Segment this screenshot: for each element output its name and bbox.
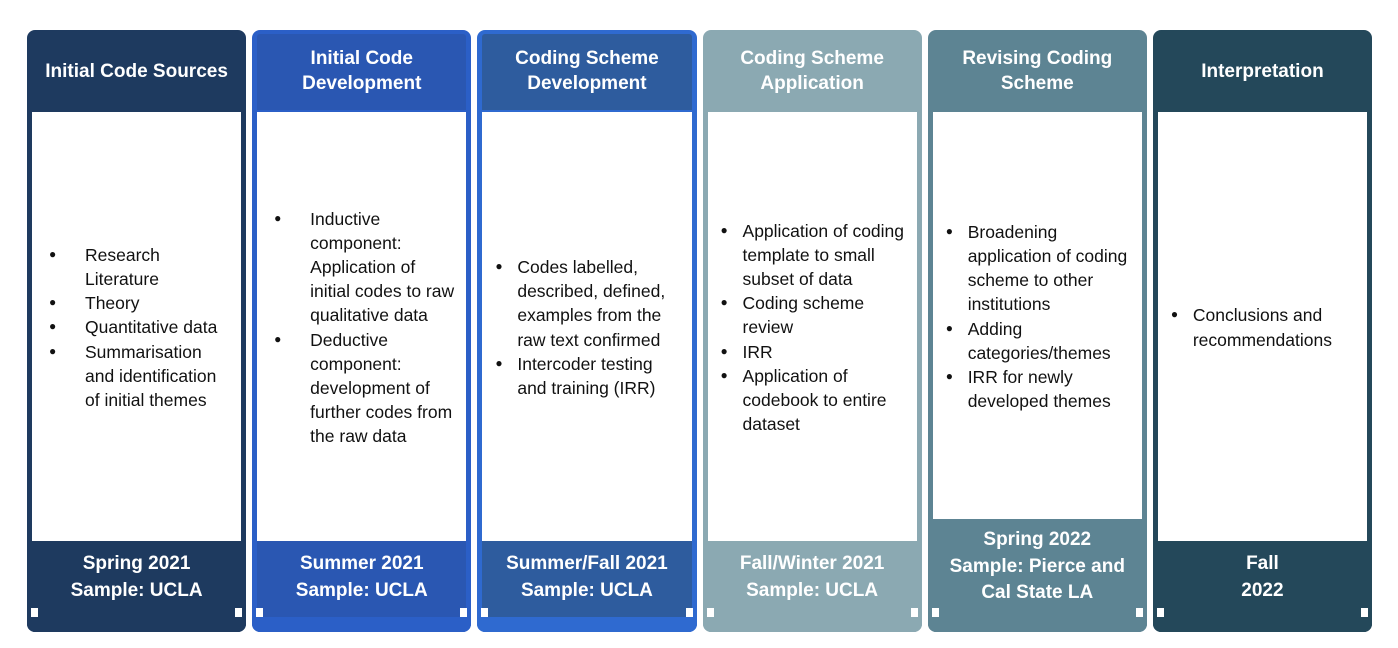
- footer-line: Spring 2021: [82, 553, 191, 575]
- bullet-item: Broadening application of coding scheme …: [946, 220, 1134, 317]
- phase-bullet-list: Research LiteratureTheoryQuantitative da…: [32, 237, 241, 418]
- bullet-item: Quantitative data: [49, 315, 233, 339]
- footer-line: Summer 2021: [299, 553, 424, 575]
- phase-column-initial-code-development: Initial Code Development Inductive compo…: [252, 30, 472, 632]
- footer-line: 2022: [1241, 580, 1284, 601]
- phase-bottom-strip: [27, 608, 247, 632]
- phase-bullet-list: Broadening application of coding scheme …: [933, 214, 1142, 419]
- bullet-item: Intercoder testing and training (IRR): [495, 352, 683, 400]
- phase-title: Interpretation: [1157, 34, 1368, 110]
- bullet-item: Codes labelled, described, defined, exam…: [495, 255, 683, 352]
- footer-line: Sample: UCLA: [520, 580, 653, 601]
- phase-bottom-strip: [477, 608, 697, 632]
- footer-line: Summer/Fall 2021: [506, 553, 668, 575]
- bullet-item: IRR: [721, 340, 909, 364]
- footer-line: Sample: UCLA: [746, 580, 879, 601]
- phase-body: Conclusions and recommendations: [1157, 112, 1368, 541]
- phase-body: Application of coding template to small …: [707, 112, 917, 541]
- phase-bullet-list: Inductive component: Application of init…: [257, 201, 466, 454]
- bullet-item: Adding categories/themes: [946, 317, 1134, 365]
- phase-title: Coding Scheme Application: [707, 34, 917, 110]
- bullet-item: Research Literature: [49, 243, 233, 291]
- phase-bullet-list: Codes labelled, described, defined, exam…: [482, 249, 691, 406]
- phase-bullet-list: Conclusions and recommendations: [1158, 297, 1367, 357]
- phase-column-coding-scheme-application: Coding Scheme Application Application of…: [702, 30, 922, 632]
- footer-line: Sample: Pierce and: [949, 555, 1125, 577]
- phase-column-revising-coding-scheme: Revising Coding Scheme Broadening applic…: [927, 30, 1147, 632]
- footer-line: Spring 2022: [983, 529, 1092, 551]
- footer-line: Fall: [1246, 553, 1279, 575]
- bullet-item: Deductive component: development of furt…: [274, 328, 458, 449]
- bullet-item: IRR for newly developed themes: [946, 365, 1134, 413]
- phase-column-initial-code-sources: Initial Code Sources Research Literature…: [27, 30, 247, 632]
- phase-bottom-strip: [927, 608, 1147, 632]
- phase-title: Coding Scheme Development: [482, 34, 692, 110]
- phase-bottom-strip: [1152, 608, 1373, 632]
- phase-title: Revising Coding Scheme: [932, 34, 1142, 110]
- footer-line: Sample: UCLA: [295, 580, 428, 601]
- phase-bottom-strip: [702, 608, 922, 632]
- bullet-item: Coding scheme review: [721, 291, 909, 339]
- phase-body: Codes labelled, described, defined, exam…: [482, 112, 692, 541]
- footer-line: Sample: UCLA: [70, 580, 203, 601]
- phase-columns-row: Initial Code Sources Research Literature…: [27, 30, 1373, 632]
- bullet-item: Application of coding template to small …: [721, 219, 909, 291]
- bullet-item: Summarisation and identification of init…: [49, 340, 233, 412]
- phase-column-coding-scheme-development: Coding Scheme Development Codes labelled…: [477, 30, 697, 632]
- phase-title: Initial Code Development: [257, 34, 467, 110]
- footer-line: Fall/Winter 2021: [739, 553, 885, 575]
- phase-footer: Fall 2022: [1157, 541, 1368, 617]
- phase-body: Inductive component: Application of init…: [257, 112, 467, 541]
- phase-body: Broadening application of coding scheme …: [932, 112, 1142, 520]
- bullet-item: Conclusions and recommendations: [1171, 303, 1359, 351]
- phase-title: Initial Code Sources: [32, 34, 242, 110]
- bullet-item: Inductive component: Application of init…: [274, 207, 458, 328]
- footer-line: Cal State LA: [981, 582, 1094, 604]
- bullet-item: Theory: [49, 291, 233, 315]
- phase-body: Research LiteratureTheoryQuantitative da…: [32, 112, 242, 541]
- phase-bullet-list: Application of coding template to small …: [708, 213, 917, 442]
- phase-column-interpretation: Interpretation Conclusions and recommend…: [1152, 30, 1373, 632]
- phase-bottom-strip: [252, 608, 472, 632]
- bullet-item: Application of codebook to entire datase…: [721, 364, 909, 436]
